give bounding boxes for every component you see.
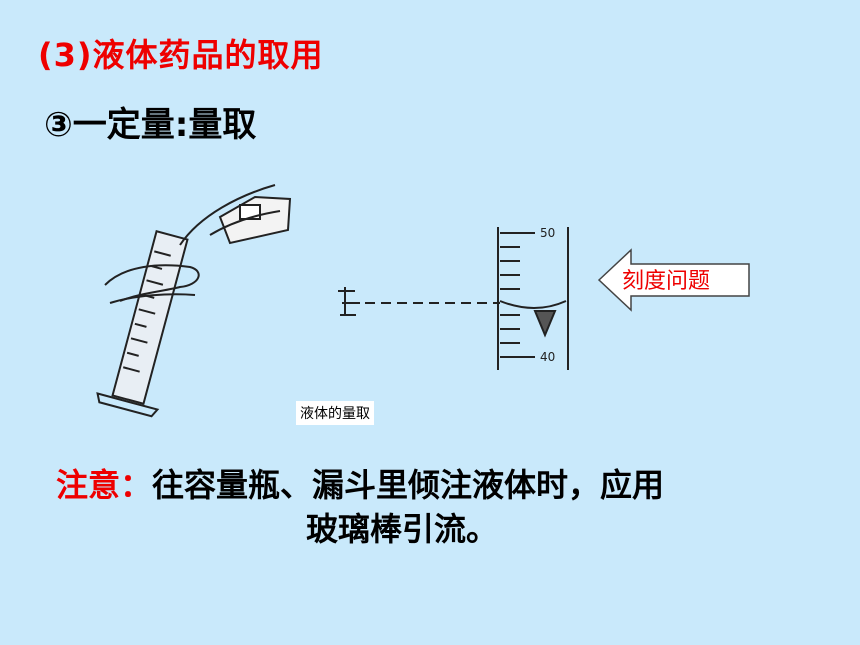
measuring-liquid-illustration: 50 40: [96, 184, 569, 418]
pouring-cylinder-drawing: [96, 184, 292, 418]
left-arrow-icon: [597, 248, 750, 312]
eye-sightline-drawing: [338, 287, 500, 316]
note-label: 注意：: [56, 466, 153, 504]
note-text-line2: 玻璃棒引流。: [306, 510, 499, 548]
graduated-cylinder-scale: [497, 227, 569, 370]
callout-label: 刻度问题: [622, 269, 711, 294]
note-block: 注意：往容量瓶、漏斗里倾注液体时，应用 玻璃棒引流。: [56, 463, 816, 548]
slide-title: (3)液体药品的取用: [38, 36, 324, 74]
scale-label-top: 50: [540, 226, 555, 240]
slide-subtitle: ③一定量:量取: [44, 105, 257, 145]
scale-label-bottom: 40: [540, 350, 555, 364]
figure-caption: 液体的量取: [296, 401, 374, 425]
note-text-line1: 往容量瓶、漏斗里倾注液体时，应用: [152, 466, 665, 504]
